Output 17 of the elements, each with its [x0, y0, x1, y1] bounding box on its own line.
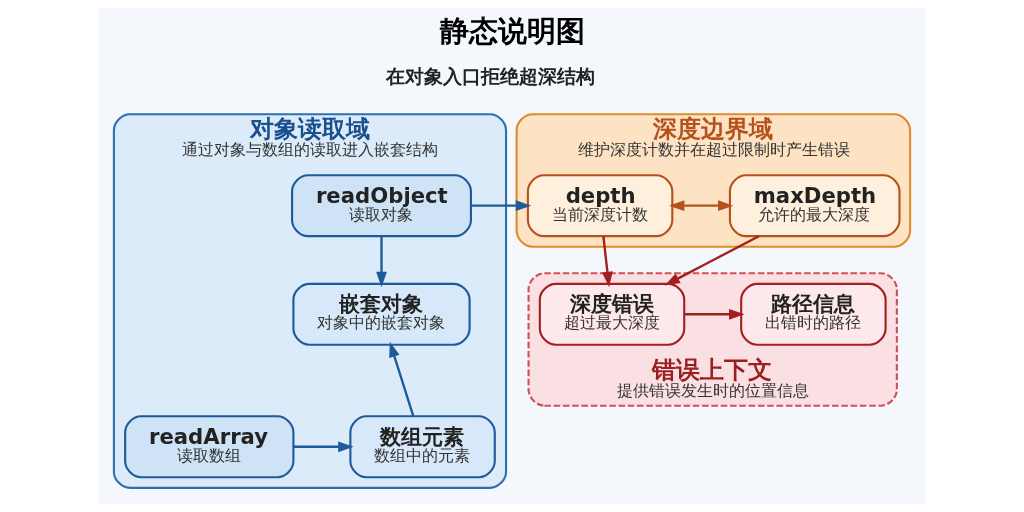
- node-box: depth 当前深度计数: [526, 174, 674, 238]
- node-box: 路径信息 出错时的路径: [740, 282, 887, 346]
- arrow: [376, 236, 387, 288]
- node-box: readArray 读取数组: [124, 415, 295, 479]
- node-box: readObject 读取对象: [291, 174, 472, 238]
- node-box: 深度错误 超过最大深度: [538, 282, 686, 346]
- diagram-title: 静态说明图: [439, 13, 585, 48]
- label: 在对象入口拒绝超深结构: [386, 66, 596, 88]
- arrow: [293, 441, 354, 453]
- arrow: [669, 200, 734, 212]
- node-box: maxDepth 允许的最大深度: [728, 174, 901, 238]
- arrow: [684, 308, 745, 320]
- arrow: [389, 341, 415, 417]
- node-box: 数组元素 数组中的元素: [349, 415, 496, 479]
- node-box: 嵌套对象 对象中的嵌套对象: [292, 282, 471, 346]
- arrow: [602, 236, 613, 288]
- arrow: [471, 200, 532, 212]
